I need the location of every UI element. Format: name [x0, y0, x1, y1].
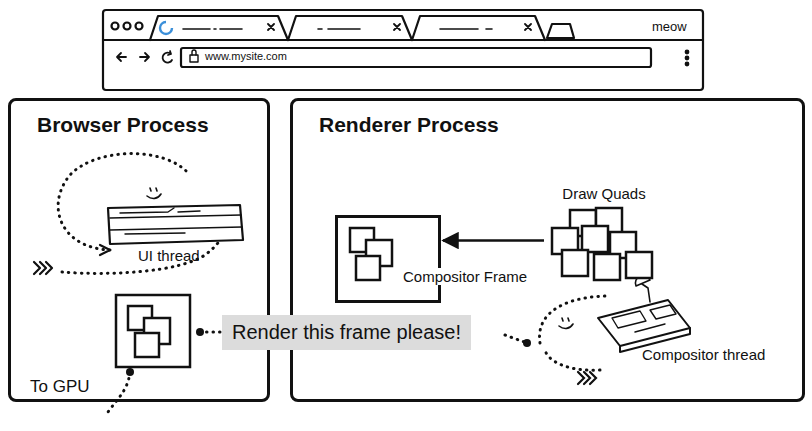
arrow-connector — [443, 239, 544, 242]
gpu-line — [108, 372, 130, 412]
frame-box: Compositor Frame — [335, 215, 441, 303]
desk-icon — [598, 275, 690, 352]
label: UI thread — [138, 247, 200, 264]
loading-spinner — [160, 22, 172, 34]
frame-icon — [116, 295, 190, 367]
node-text: Draw Quads — [548, 185, 660, 202]
browser-window — [103, 10, 703, 90]
node-text: Browser Process — [37, 113, 209, 137]
browser-tab — [288, 16, 412, 40]
browser-tab — [412, 16, 545, 40]
node-text: Render this frame please! — [232, 321, 461, 344]
draw-quads-icon — [548, 206, 660, 288]
new-tab-button — [547, 24, 574, 38]
node-text: Compositor Frame — [400, 268, 530, 285]
frame-icon — [338, 218, 438, 300]
quads-group: Draw Quads — [548, 185, 660, 288]
node-text: Renderer Process — [319, 113, 499, 137]
ui-window-icon — [108, 205, 243, 244]
message-box: Render this frame please! — [222, 315, 471, 350]
chevrons — [578, 372, 596, 384]
label: meow — [652, 19, 687, 34]
smiley — [559, 318, 573, 328]
label: www.mysite.com — [205, 50, 287, 62]
browser-tab — [150, 16, 288, 40]
label: To GPU — [30, 377, 90, 397]
label: Compositor thread — [642, 346, 765, 363]
chevrons — [34, 262, 52, 274]
smiley — [147, 188, 161, 198]
